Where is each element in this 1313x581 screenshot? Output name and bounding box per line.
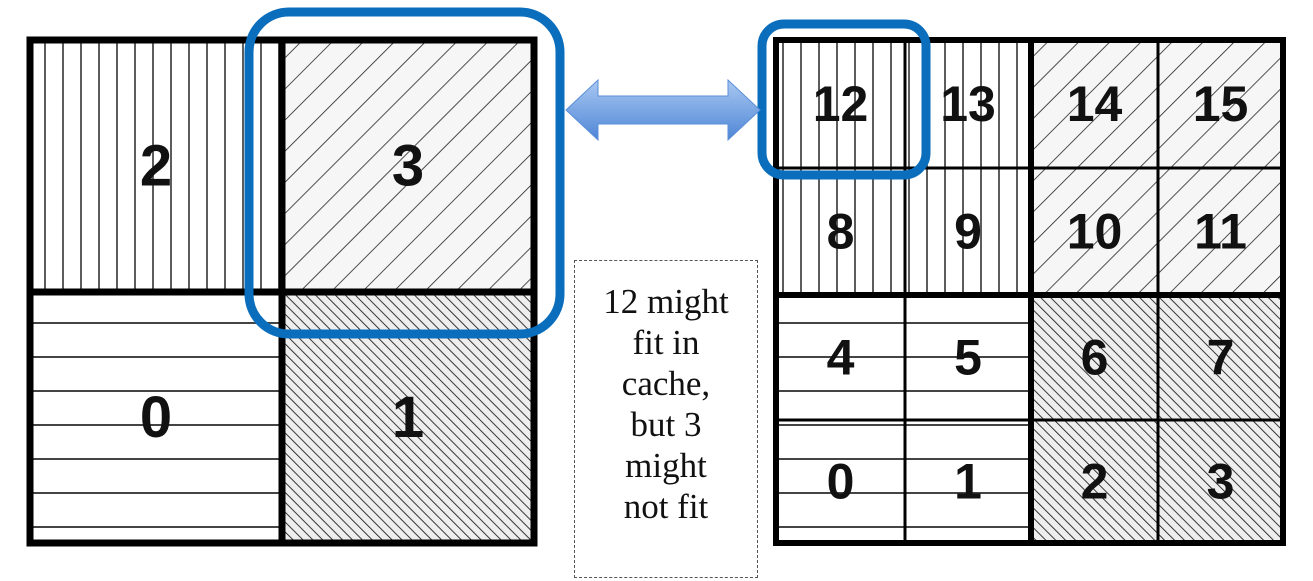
note-line: fit in xyxy=(632,323,700,362)
right-grid-cell-label: 6 xyxy=(1081,330,1109,386)
left-grid-cell-label: 0 xyxy=(140,385,172,450)
left-grid: 2 3 0 1 xyxy=(26,36,538,547)
right-grid-cell-label: 11 xyxy=(1194,204,1247,260)
left-grid-cell-label: 2 xyxy=(140,134,172,199)
note-line: 12 might xyxy=(603,282,729,321)
note-box: 12 might fit in cache, but 3 might not f… xyxy=(574,260,758,578)
right-grid-cell-label: 3 xyxy=(1207,454,1235,510)
right-grid-border xyxy=(773,37,1286,546)
right-grid-cell xyxy=(1156,418,1285,545)
right-grid-cell-label: 9 xyxy=(954,204,982,260)
right-grid-cell xyxy=(774,418,907,545)
right-grid-cell-label: 5 xyxy=(954,330,982,386)
left-grid-cell-label: 3 xyxy=(392,134,424,199)
note-line: might xyxy=(625,446,707,485)
right-grid-cell-label: 7 xyxy=(1207,330,1235,386)
right-grid-cell xyxy=(774,38,907,170)
note-line: but 3 xyxy=(630,405,702,444)
right-highlight-box xyxy=(757,19,931,180)
right-grid-cell-label: 15 xyxy=(1193,76,1249,132)
note-line: not fit xyxy=(623,487,709,526)
right-grid-cell xyxy=(1029,166,1160,297)
right-grid-cell-label: 1 xyxy=(954,454,982,510)
right-grid-cell-label: 13 xyxy=(940,76,996,132)
right-grid-cell-label: 2 xyxy=(1081,454,1109,510)
left-highlight-box xyxy=(244,7,565,339)
right-grid-cell-label: 0 xyxy=(827,454,855,510)
double-arrow-icon xyxy=(565,78,761,142)
left-grid-cell-label: 1 xyxy=(392,385,424,450)
note-line: cache, xyxy=(621,364,711,403)
left-grid-cell xyxy=(29,291,283,544)
right-grid-cell-label: 10 xyxy=(1067,204,1123,260)
left-grid-border xyxy=(26,36,538,547)
left-grid-cell xyxy=(29,39,283,293)
right-grid-cell xyxy=(903,293,1033,422)
right-grid-cell-label: 12 xyxy=(813,76,869,132)
right-grid-cell xyxy=(1156,38,1285,170)
right-grid-cell-label: 4 xyxy=(827,330,855,386)
right-grid-cell-label: 14 xyxy=(1067,76,1123,132)
right-grid-cell-label: 8 xyxy=(827,204,855,260)
right-grid-cell xyxy=(903,418,1033,545)
